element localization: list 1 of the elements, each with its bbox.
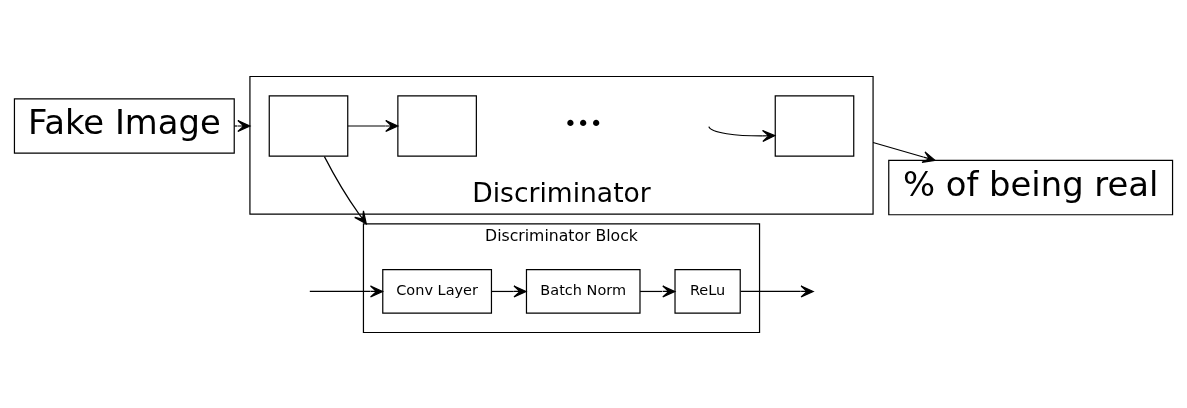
label: ••• <box>564 110 603 136</box>
